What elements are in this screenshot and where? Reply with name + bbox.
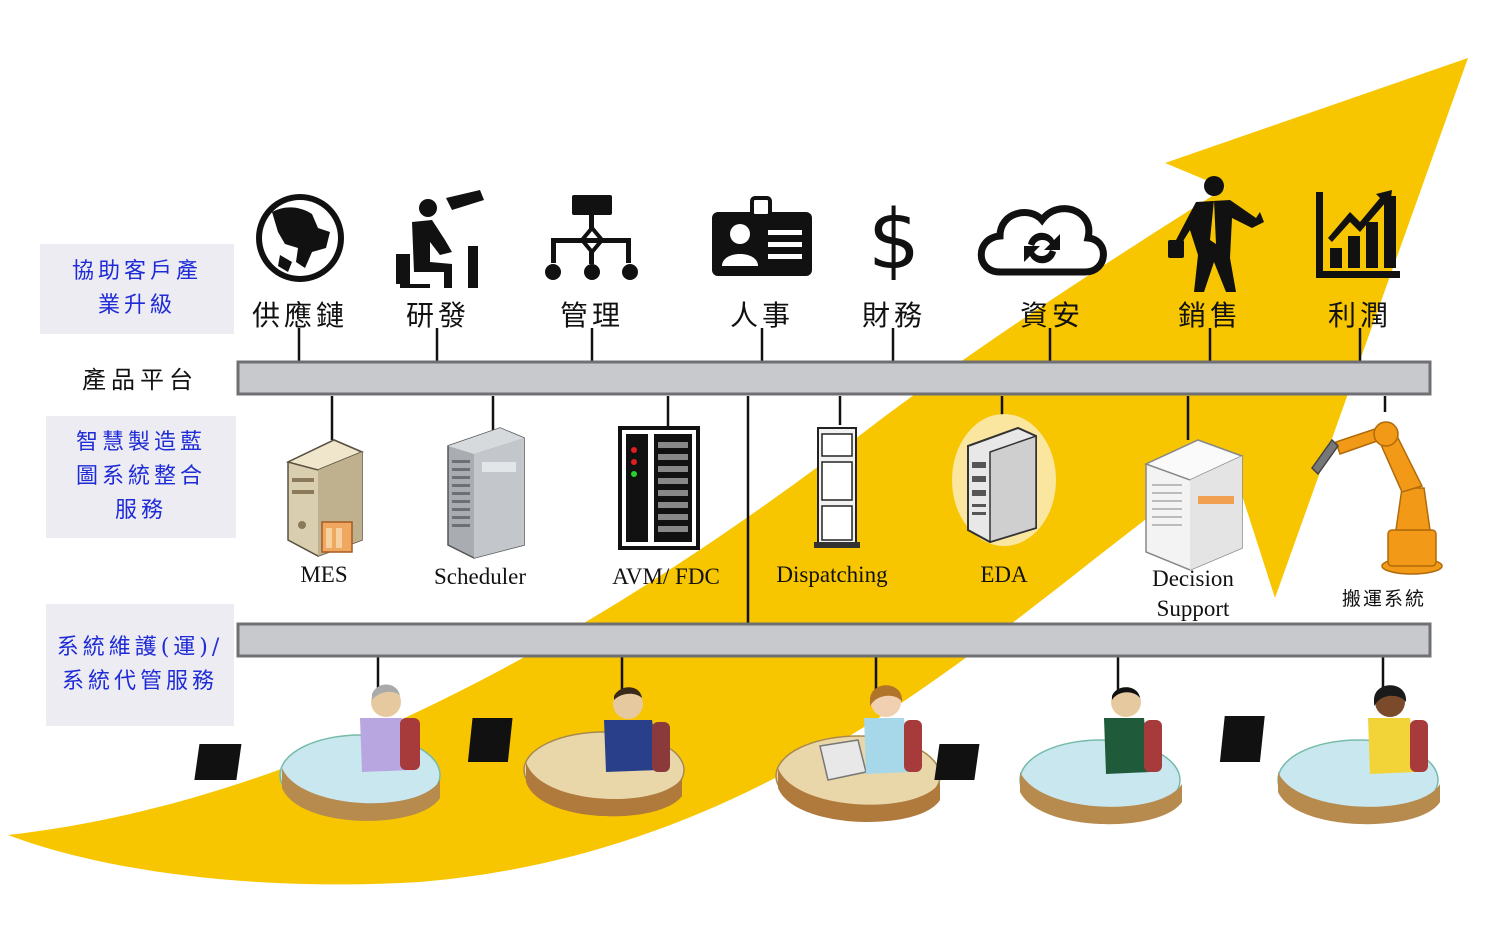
decision-server-icon xyxy=(1144,439,1244,571)
maintenance-label: 系統維護(運)/系統代管服務 xyxy=(56,635,224,694)
system-label-avm-fdc: AVM/ FDC xyxy=(612,564,720,589)
growth-chart-icon xyxy=(1316,190,1400,278)
id-badge-icon xyxy=(712,196,812,276)
design-engineer-icon xyxy=(396,190,484,288)
system-label-dispatching: Dispatching xyxy=(776,562,888,587)
upgrade-label-box: 協助客戶產業升級 xyxy=(40,244,234,334)
system-label-scheduler: Scheduler xyxy=(434,564,526,589)
category-label-hr: 人事 xyxy=(729,299,794,332)
blueprint-label-box: 智慧製造藍圖系統整合服務 xyxy=(46,416,236,538)
product-platform-bar xyxy=(236,360,1432,396)
globe-icon xyxy=(256,194,344,282)
robot-arm-icon xyxy=(1311,421,1443,575)
maintenance-bar xyxy=(236,622,1432,658)
operator-1 xyxy=(194,684,441,821)
operator-2 xyxy=(467,687,685,817)
cloud-sync-icon xyxy=(977,205,1107,276)
dollar-icon: $ xyxy=(868,193,920,288)
upgrade-label: 協助客戶產業升級 xyxy=(71,259,202,318)
category-label-management: 管理 xyxy=(559,299,624,332)
operator-4 xyxy=(934,687,1182,825)
category-label-rd: 研發 xyxy=(405,299,470,332)
category-label-supply-chain: 供應鏈 xyxy=(251,299,348,332)
mes-server-icon xyxy=(285,439,364,557)
category-label-security: 資安 xyxy=(1019,299,1084,332)
operator-3 xyxy=(775,685,941,822)
system-label-decision-support: Decision Support xyxy=(1152,566,1234,621)
operator-5 xyxy=(1219,685,1440,825)
avm-rack-icon xyxy=(618,426,700,550)
maintenance-label-box: 系統維護(運)/系統代管服務 xyxy=(46,604,234,726)
category-label-profit: 利潤 xyxy=(1327,299,1392,332)
eda-server-icon xyxy=(952,414,1056,546)
businessman-icon xyxy=(1168,176,1264,292)
category-label-finance: 財務 xyxy=(861,299,926,332)
svg-text:$: $ xyxy=(868,193,920,288)
scheduler-server-icon xyxy=(447,427,525,559)
blueprint-label: 智慧製造藍圖系統整合服務 xyxy=(75,430,206,523)
system-label-transport: 搬運系統 xyxy=(1341,588,1426,610)
org-chart-icon xyxy=(545,195,638,280)
category-label-sales: 銷售 xyxy=(1177,299,1242,332)
dispatching-cabinet-icon xyxy=(814,427,860,548)
system-label-eda: EDA xyxy=(980,562,1028,587)
platform-label: 產品平台 xyxy=(82,366,198,394)
system-label-mes: MES xyxy=(300,562,348,587)
